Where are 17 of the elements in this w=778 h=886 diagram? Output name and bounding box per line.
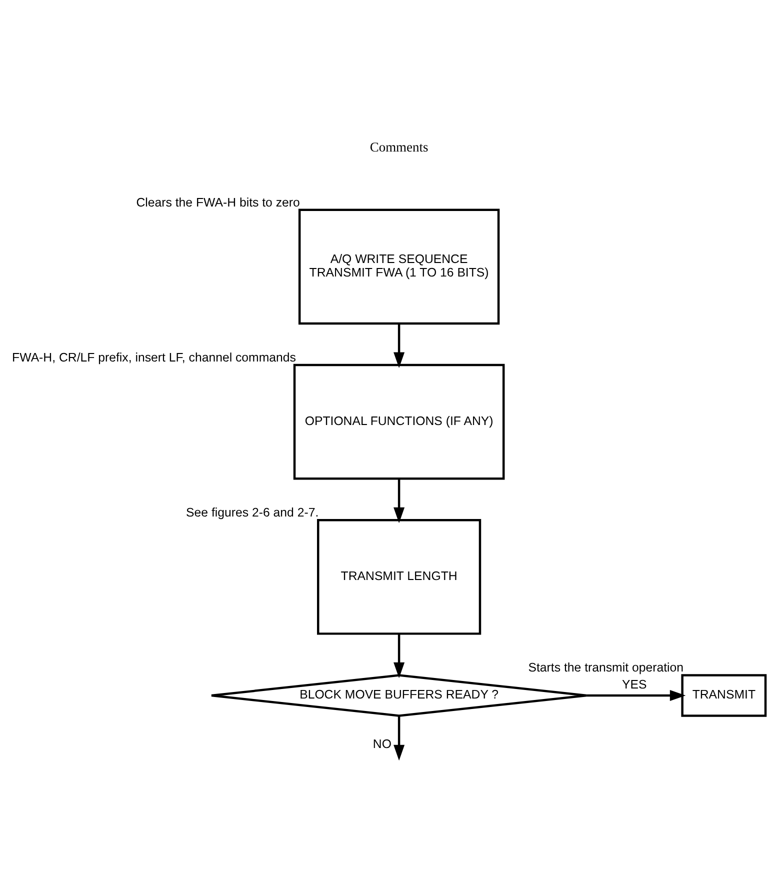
- arrow: [393, 716, 404, 761]
- edge-label: YES: [622, 678, 646, 692]
- edge-label: NO: [372, 737, 391, 752]
- arrow: [393, 478, 404, 524]
- node-diamond: BLOCK MOVE BUFFERS READY ?: [210, 674, 588, 717]
- node-box: OPTIONAL FUNCTIONS (IF ANY): [292, 364, 504, 480]
- arrow: [393, 324, 404, 368]
- node-label: Starts the transmit operation: [528, 660, 684, 675]
- node-label: FWA-H, CR/LF prefix, insert LF, channel commands: [12, 350, 296, 364]
- node-label: See figures 2-6 and 2-7.: [186, 506, 318, 520]
- arrow: [586, 690, 686, 702]
- node-box: TRANSMIT LENGTH: [316, 519, 481, 635]
- label: Comments: [369, 140, 428, 155]
- node-box: TRANSMIT: [680, 674, 766, 717]
- node-box: A/Q WRITE SEQUENCE TRANSMIT FWA (1 TO 16 BITS): [298, 208, 500, 325]
- node-label: Clears the FWA-H bits to zero: [136, 195, 300, 210]
- arrow: [393, 634, 404, 678]
